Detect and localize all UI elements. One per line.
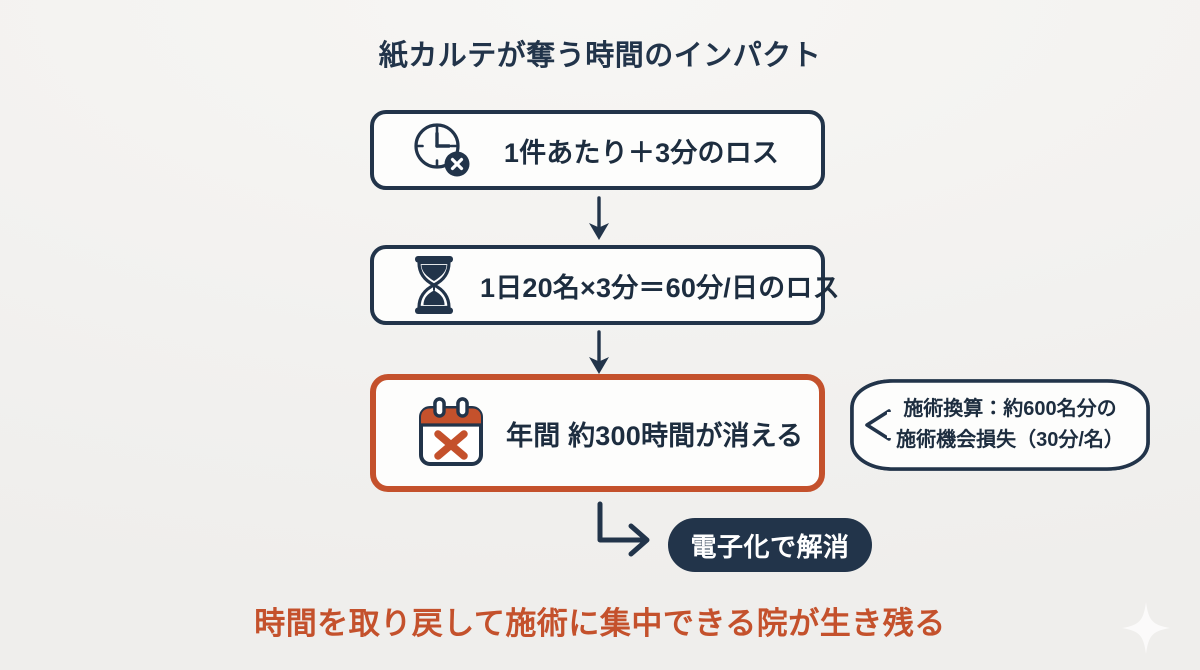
flow-step-1: 1件あたり＋3分のロス — [370, 110, 825, 190]
hourglass-icon — [374, 254, 480, 316]
callout-line-2: 施術機会損失（30分/名） — [896, 429, 1124, 451]
flow-step-1-label: 1件あたり＋3分のロス — [503, 137, 780, 168]
calendar-x-icon — [376, 395, 506, 471]
arrow-elbow-right-icon — [595, 500, 661, 562]
callout-line-1: 施術換算：約600名分の — [903, 398, 1117, 420]
solution-badge-label: 電子化で解消 — [690, 531, 850, 562]
flow-step-2: 1日20名×3分＝60分/日のロス — [370, 245, 840, 325]
clock-x-icon — [374, 121, 488, 179]
callout-text: 施術換算：約600名分の 施術機会損失（30分/名） — [879, 394, 1141, 456]
flow-step-2-label: 1日20名×3分＝60分/日のロス — [480, 272, 840, 303]
solution-badge[interactable]: 電子化で解消 — [668, 518, 872, 572]
flow-step-3-label: 年間 約300時間が消える — [506, 420, 804, 451]
arrow-down-icon — [577, 330, 621, 376]
page-title: 紙カルテが奪う時間のインパクト — [378, 40, 822, 72]
arrow-down-icon — [577, 196, 621, 242]
flow-step-3: 年間 約300時間が消える — [370, 374, 825, 492]
callout-bubble: 施術換算：約600名分の 施術機会損失（30分/名） — [845, 378, 1155, 472]
footer-tagline: 時間を取り戻して施術に集中できる院が生き残る — [254, 606, 946, 641]
